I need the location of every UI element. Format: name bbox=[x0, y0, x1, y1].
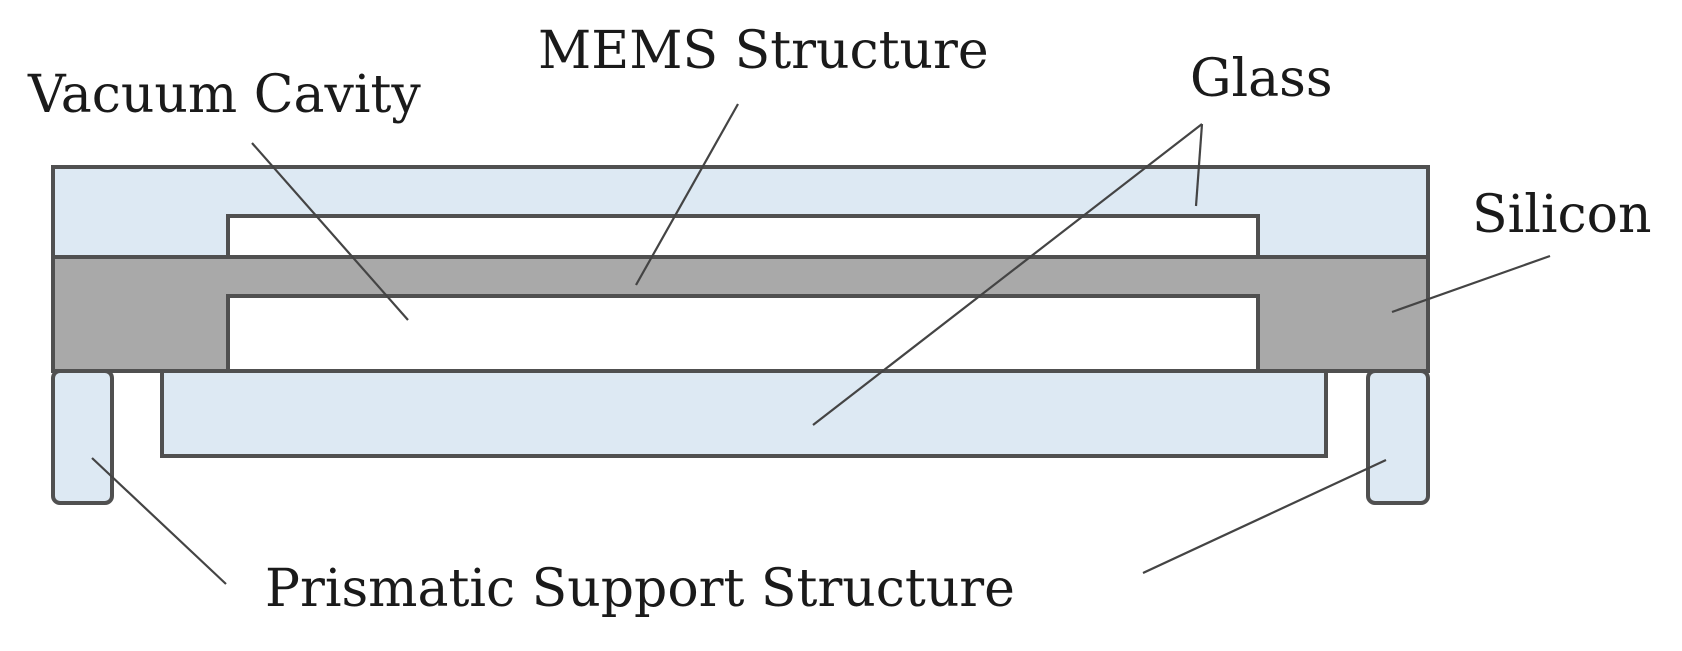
leader-support-left bbox=[91, 457, 227, 585]
leader-mems-structure bbox=[635, 103, 739, 286]
right-prismatic-support bbox=[1366, 369, 1430, 505]
upper-cavity bbox=[226, 214, 1260, 259]
leader-support-right bbox=[1142, 459, 1387, 574]
vacuum-cavity bbox=[226, 294, 1260, 373]
label-mems-structure: MEMS Structure bbox=[538, 21, 989, 81]
leader-silicon bbox=[1391, 254, 1551, 314]
bottom-glass-layer bbox=[160, 369, 1328, 458]
label-silicon: Silicon bbox=[1472, 185, 1651, 245]
leader-glass-top bbox=[1194, 123, 1204, 207]
label-vacuum-cavity: Vacuum Cavity bbox=[27, 65, 421, 125]
label-glass: Glass bbox=[1190, 49, 1333, 109]
left-prismatic-support bbox=[51, 369, 114, 505]
label-prismatic-support-structure: Prismatic Support Structure bbox=[265, 559, 1015, 619]
leader-glass-bottom bbox=[812, 123, 1203, 426]
leader-vacuum-cavity bbox=[251, 142, 409, 321]
